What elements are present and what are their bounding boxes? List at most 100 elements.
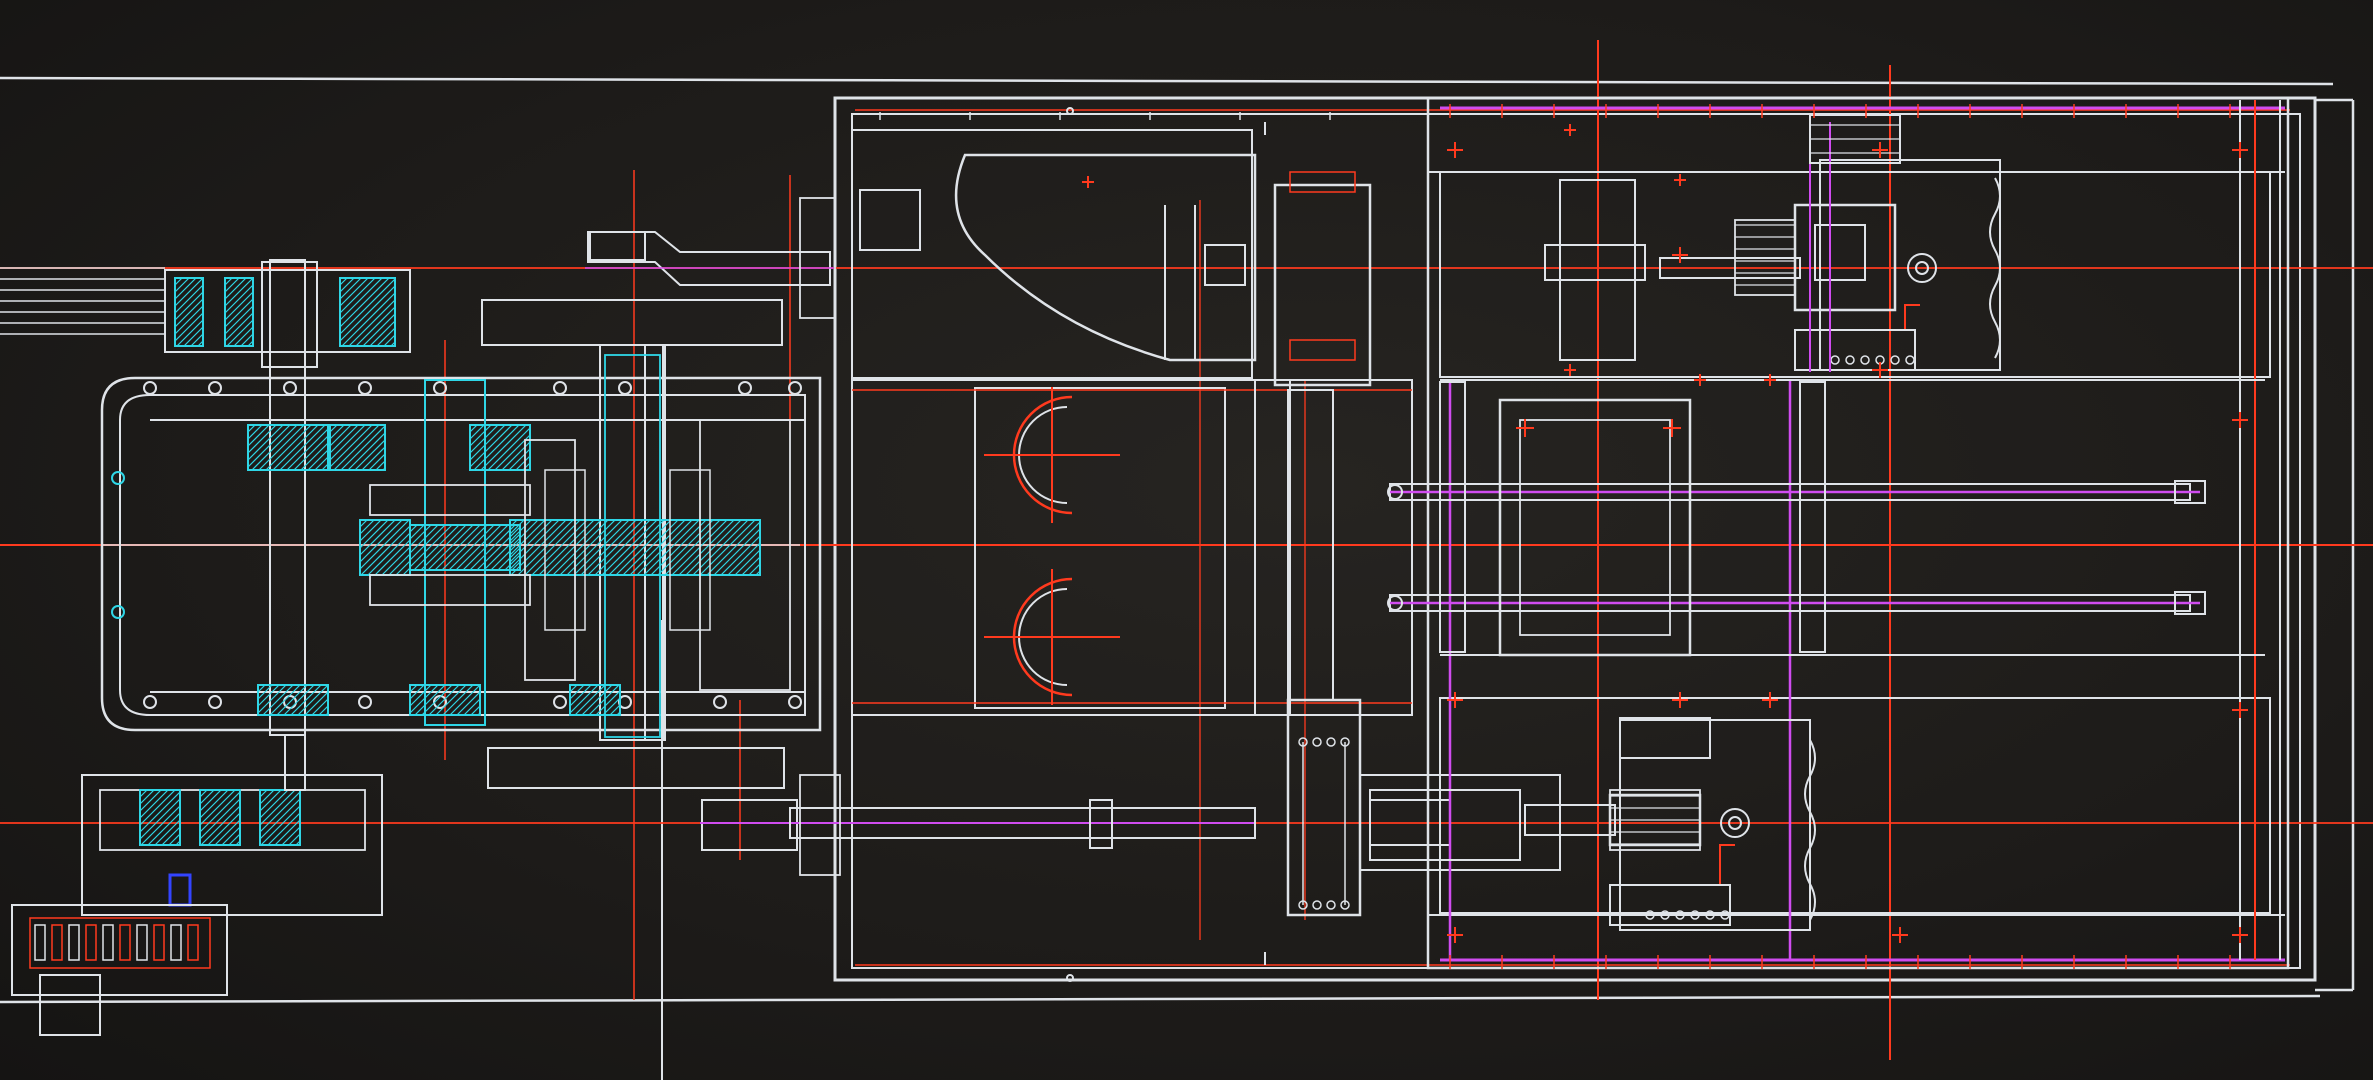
hatch-line	[409, 524, 432, 547]
hatch-line	[518, 568, 521, 571]
hatch-line	[339, 277, 376, 314]
hatch-line	[409, 684, 425, 700]
hatch-line	[139, 798, 181, 840]
upper-base-bolt	[1845, 355, 1855, 365]
hatch-line	[183, 326, 204, 347]
upper-base-bolt	[1830, 355, 1840, 365]
hatch-line	[362, 313, 396, 347]
slide-bolt	[1326, 900, 1336, 910]
upper-slide-block	[1273, 183, 1372, 387]
hatch-line	[147, 812, 181, 846]
shaft-2	[424, 379, 486, 726]
hatch-line	[174, 277, 197, 300]
frame-dot	[1066, 974, 1074, 982]
hatch-line	[274, 819, 301, 846]
top-cap	[589, 231, 646, 261]
hatch-line	[339, 277, 369, 307]
hatch-line	[476, 526, 521, 571]
hatch-line	[265, 424, 312, 471]
gearbox-right-wall	[699, 419, 791, 691]
hatch-line	[569, 684, 599, 714]
hatch-line	[588, 684, 620, 716]
hatch-line	[286, 428, 329, 471]
hatch-line	[262, 684, 294, 716]
bolt-hole	[553, 695, 567, 709]
hatch-line	[199, 789, 222, 812]
hatch-line	[381, 546, 411, 576]
hatch-line	[214, 819, 241, 846]
reducer-2-gear	[51, 924, 63, 961]
bolt-hole	[358, 695, 372, 709]
upper-break-line	[1989, 177, 2001, 359]
hatch-line	[139, 791, 181, 833]
hatch-line	[615, 519, 672, 576]
hatch-line	[359, 519, 389, 549]
frame-markers	[879, 107, 1331, 982]
lower-actuator-frame	[1619, 719, 1811, 931]
gear-bore	[524, 439, 576, 681]
reducer-2-gear	[187, 924, 199, 961]
lower-base-bolt	[1690, 910, 1700, 920]
cam-body	[954, 153, 1257, 362]
upper-actuator	[1544, 114, 2001, 372]
central-platen-inner	[1519, 419, 1671, 636]
hatch-line	[199, 789, 236, 826]
hatch-line	[257, 684, 287, 714]
hatch-line	[329, 424, 366, 461]
hatch-line	[228, 833, 241, 846]
hatch-line	[755, 570, 761, 576]
lower-break-line	[1804, 739, 1816, 921]
hatch-line	[382, 467, 386, 471]
right-drive-section	[1426, 96, 2290, 970]
hatch-line	[713, 528, 761, 576]
input-shaft-housing	[0, 261, 411, 368]
reducer-2-gear	[85, 924, 97, 961]
hatch-line	[174, 305, 204, 335]
lower-plate	[487, 747, 785, 789]
hatch-line	[456, 691, 481, 716]
hatch-line	[469, 524, 516, 571]
upper-pivot	[1907, 253, 1937, 283]
hatch-line	[174, 284, 204, 314]
hatch-line	[692, 519, 749, 576]
lower-top-block	[1619, 717, 1711, 759]
hatch-line	[455, 524, 502, 571]
lower-pivot-inner	[1728, 816, 1742, 830]
hatch-line	[311, 698, 329, 716]
bolt-hole	[713, 695, 727, 709]
hatch-line	[435, 684, 467, 716]
hatch-line	[409, 524, 453, 568]
right-frame	[1426, 96, 2290, 970]
hatch-line	[601, 519, 658, 576]
hatch-line	[510, 519, 567, 576]
hatch-line	[509, 519, 518, 528]
hatch-line	[427, 524, 474, 571]
reducer-2-gear	[170, 924, 182, 961]
mold-plate	[851, 379, 1413, 716]
lower-base-bolt	[1675, 910, 1685, 920]
hatch-line	[267, 812, 301, 846]
hatch-line	[175, 840, 181, 846]
spacer	[544, 469, 586, 631]
hatch-line	[409, 524, 446, 561]
hatch-line	[247, 424, 270, 447]
bolt-hole	[208, 695, 222, 709]
hatch-line	[448, 524, 495, 571]
hatch-line	[139, 789, 162, 812]
hatch-line	[622, 519, 679, 576]
hatch-line	[176, 319, 204, 347]
hatch-line	[511, 561, 521, 571]
hatch-line	[339, 277, 390, 328]
hatched-section	[257, 684, 329, 716]
hatch-line	[339, 277, 383, 321]
hatch-line	[375, 460, 386, 471]
bolt-hole	[788, 695, 802, 709]
hatch-line	[199, 789, 229, 819]
hatch-line	[369, 320, 396, 347]
left-tie-post	[1439, 381, 1466, 653]
hatch-line	[207, 812, 241, 846]
hatch-line	[259, 789, 282, 812]
hatch-line	[199, 798, 241, 840]
